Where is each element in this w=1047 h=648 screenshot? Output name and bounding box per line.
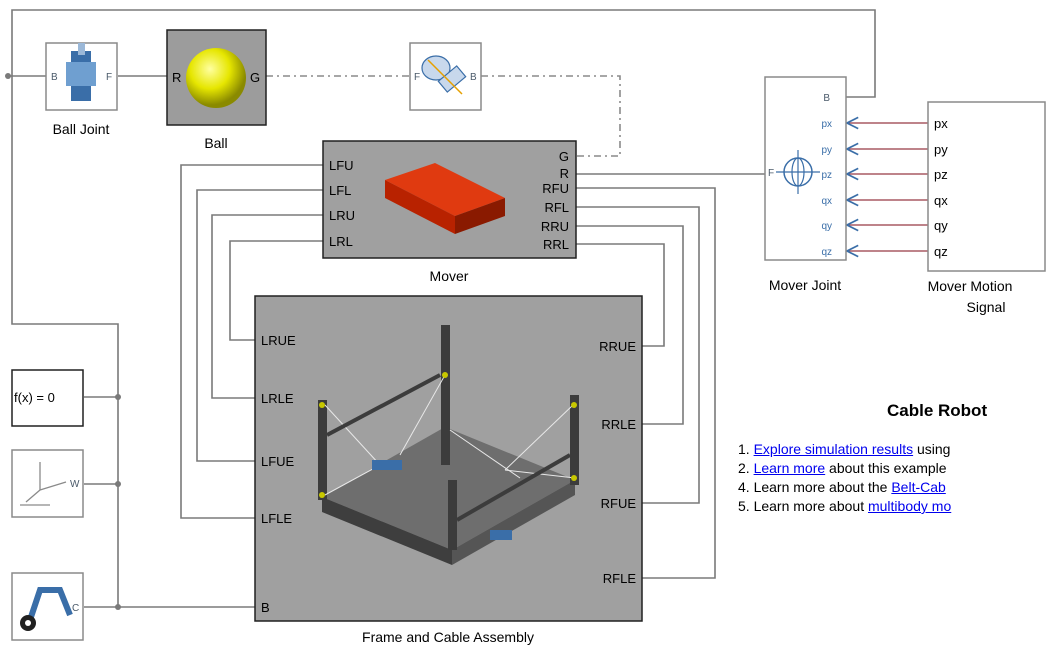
- mover-block[interactable]: LFU LFL LRU LRL G R RFU RFL RRU RRL Move…: [322, 140, 577, 284]
- svg-text:LFLE: LFLE: [261, 511, 292, 526]
- wire-lru-lrle: [211, 214, 323, 399]
- ball-label: Ball: [204, 135, 227, 151]
- svg-text:LRLE: LRLE: [261, 391, 294, 406]
- note-item: 4. Learn more about the Belt-Cab: [738, 479, 946, 495]
- svg-text:R: R: [560, 166, 569, 181]
- svg-text:qy: qy: [821, 221, 832, 232]
- svg-text:R: R: [172, 70, 181, 85]
- svg-text:qy: qy: [934, 218, 948, 233]
- svg-text:LRL: LRL: [329, 234, 353, 249]
- svg-text:W: W: [70, 479, 80, 490]
- solver-config-block[interactable]: f(x) = 0: [11, 369, 84, 427]
- world-frame-block[interactable]: W: [11, 449, 84, 518]
- svg-text:G: G: [250, 70, 260, 85]
- wire-lrl-lrue: [229, 240, 323, 341]
- ball-joint-label: Ball Joint: [53, 121, 110, 137]
- svg-text:F: F: [106, 72, 112, 83]
- svg-text:LFL: LFL: [329, 183, 351, 198]
- svg-text:qx: qx: [934, 193, 948, 208]
- six-dof-joint-icon: [776, 150, 820, 194]
- svg-text:qz: qz: [934, 244, 948, 259]
- svg-text:pz: pz: [821, 170, 832, 181]
- svg-text:pz: pz: [934, 167, 948, 182]
- note-item: 1. Explore simulation results using: [738, 441, 951, 457]
- mover-plate-icon: [385, 163, 505, 234]
- svg-text:B: B: [51, 72, 58, 83]
- mechanism-config-block[interactable]: C: [11, 572, 84, 641]
- svg-text:px: px: [821, 119, 832, 130]
- notes-title: Cable Robot: [887, 401, 988, 420]
- svg-text:B: B: [470, 72, 477, 83]
- svg-text:py: py: [821, 145, 832, 156]
- svg-text:qz: qz: [821, 247, 832, 258]
- svg-text:B: B: [823, 93, 830, 104]
- svg-text:LFUE: LFUE: [261, 454, 295, 469]
- svg-text:RRU: RRU: [541, 219, 569, 234]
- svg-text:px: px: [934, 116, 948, 131]
- mover-motion-signal-block[interactable]: px py pz qx qy qz Mover Motion Signal: [927, 101, 1046, 315]
- svg-text:qx: qx: [821, 196, 832, 207]
- frame-assembly-icon: [318, 325, 579, 565]
- wire-rru-rrle: [576, 225, 684, 425]
- belt-cable-link[interactable]: Belt-Cab: [891, 479, 946, 495]
- svg-text:LFU: LFU: [329, 158, 354, 173]
- rigid-transform-block[interactable]: F B: [409, 42, 482, 111]
- ball-block[interactable]: R G Ball: [166, 29, 267, 151]
- mover-joint-label: Mover Joint: [769, 277, 841, 293]
- svg-text:RFLE: RFLE: [603, 571, 637, 586]
- wire-lfu-lfle: [180, 164, 323, 519]
- motion-signal-label-1: Mover Motion: [928, 278, 1013, 294]
- svg-text:G: G: [559, 149, 569, 164]
- robot-arm-gear-icon: [20, 587, 73, 631]
- svg-text:RRL: RRL: [543, 237, 569, 252]
- svg-text:RRLE: RRLE: [601, 417, 636, 432]
- world-frame-icon: [20, 462, 67, 506]
- note-item: 2. Learn more about this example: [738, 460, 947, 476]
- svg-text:C: C: [72, 603, 79, 614]
- learn-more-link[interactable]: Learn more: [753, 460, 826, 476]
- explore-results-link[interactable]: Explore simulation results: [753, 441, 914, 457]
- ball-joint-block[interactable]: B F Ball Joint: [45, 42, 118, 137]
- svg-text:RFU: RFU: [542, 181, 569, 196]
- svg-text:LRUE: LRUE: [261, 333, 296, 348]
- wire-transform-to-mover: [481, 75, 621, 157]
- rigid-transform-icon: [421, 55, 467, 95]
- wire-lfl-lfue: [196, 189, 323, 462]
- wire-rfl-rfue: [576, 206, 700, 504]
- svg-text:RFL: RFL: [544, 200, 569, 215]
- mover-label: Mover: [430, 268, 469, 284]
- svg-text:F: F: [414, 72, 420, 83]
- svg-text:py: py: [934, 142, 948, 157]
- svg-text:LRU: LRU: [329, 208, 355, 223]
- mover-joint-block[interactable]: F B px py pz qx qy qz Mover Joint: [764, 76, 847, 293]
- notes-list: 1. Explore simulation results using 2. L…: [738, 440, 951, 516]
- multibody-link[interactable]: multibody mo: [867, 498, 952, 514]
- solver-formula: f(x) = 0: [14, 390, 55, 405]
- wire-world-to-mover-joint: [11, 9, 876, 98]
- frame-label: Frame and Cable Assembly: [362, 629, 534, 645]
- svg-text:RFUE: RFUE: [601, 496, 637, 511]
- ball-sphere-icon: [186, 48, 246, 108]
- wire-bus-vertical: [11, 76, 119, 608]
- note-item: 5. Learn more about multibody mo: [738, 498, 952, 514]
- wire-rfu-rfle: [576, 187, 716, 579]
- svg-text:B: B: [261, 600, 270, 615]
- wire-rrl-rrue: [576, 243, 665, 347]
- motion-signal-label-2: Signal: [967, 299, 1006, 315]
- svg-text:F: F: [768, 168, 774, 179]
- frame-cable-assembly-block[interactable]: LRUE LRLE LFUE LFLE B RRUE RRLE RFUE RFL…: [254, 295, 643, 645]
- svg-text:RRUE: RRUE: [599, 339, 636, 354]
- connection-lines: [5, 9, 928, 610]
